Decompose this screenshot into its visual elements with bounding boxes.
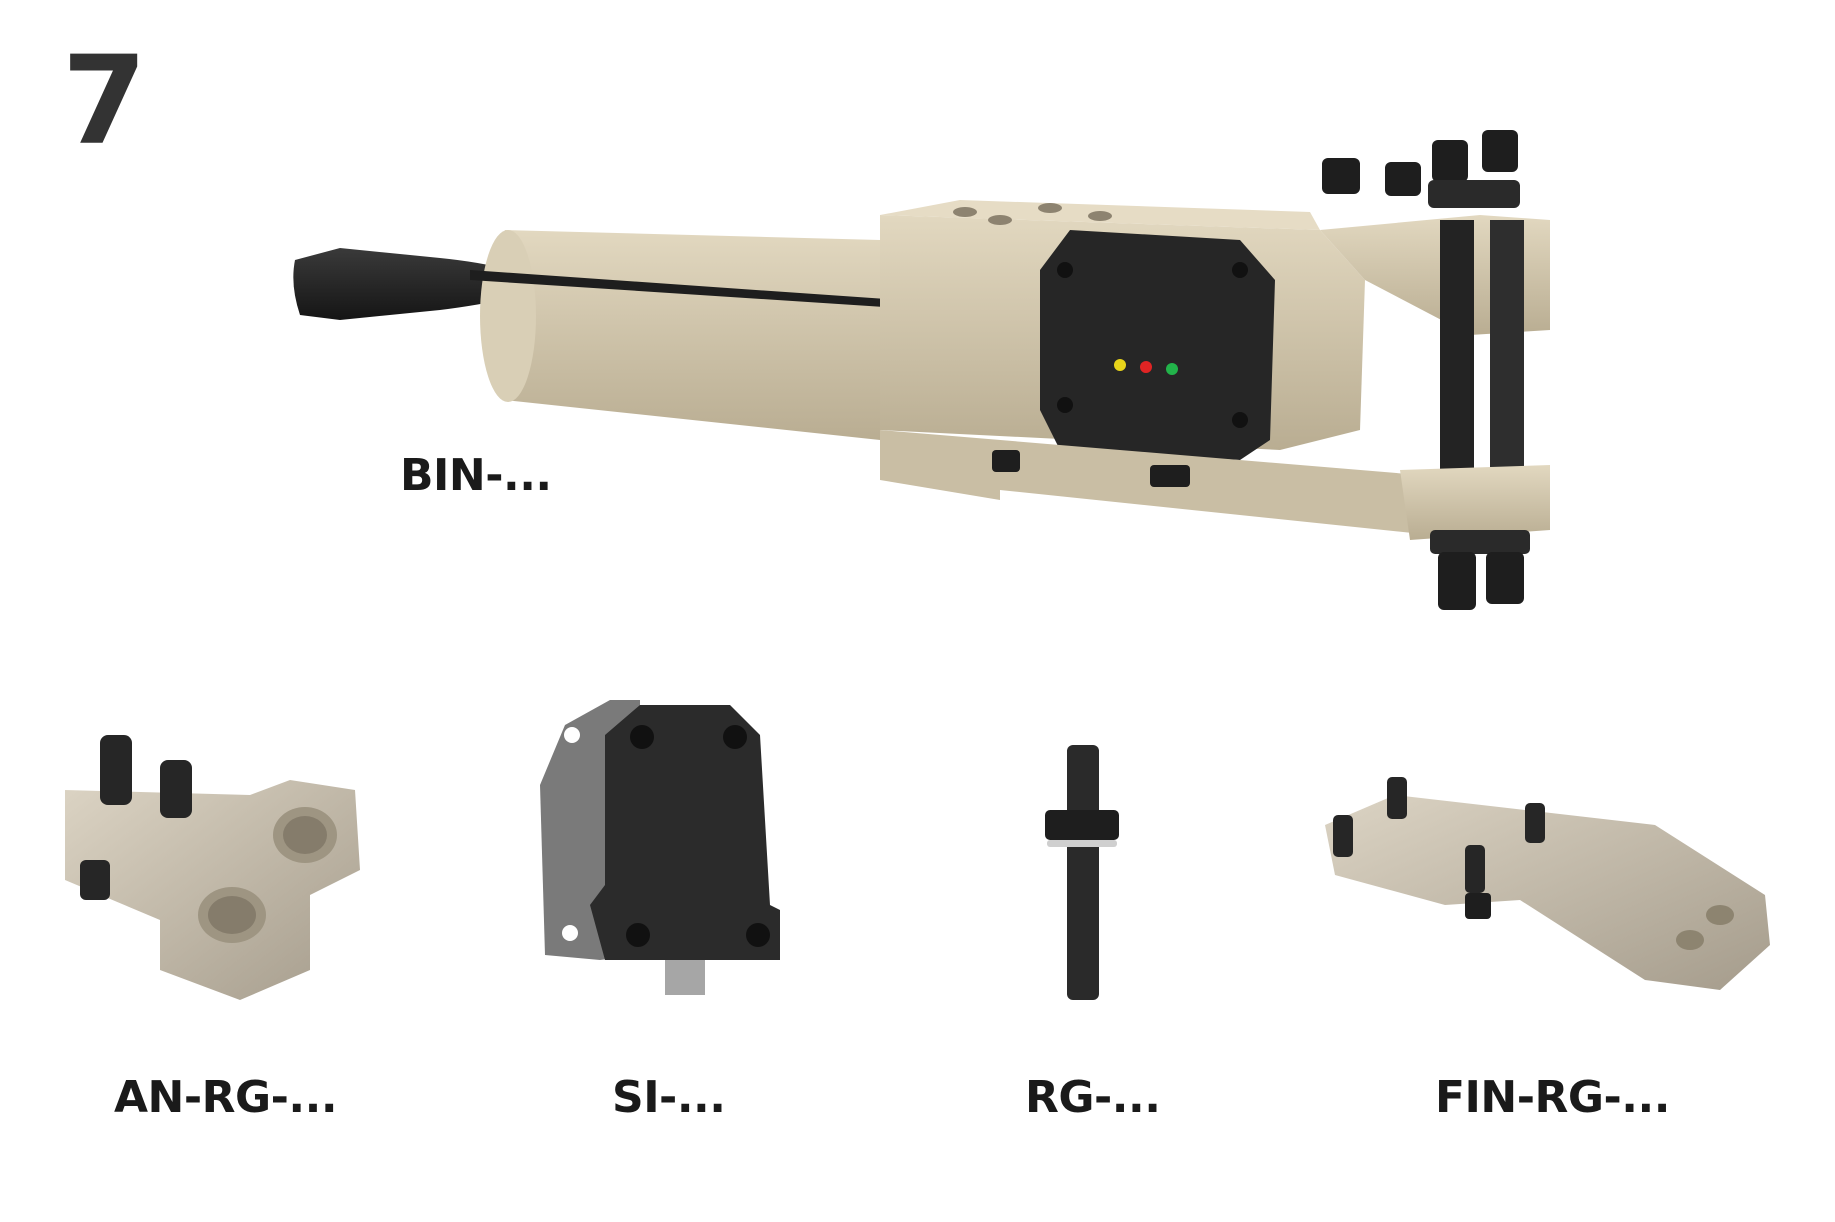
si-product-image — [540, 700, 780, 995]
an-rg-label: AN-RG-... — [114, 1072, 338, 1123]
fin-rg-product-image — [1325, 777, 1770, 990]
led-yellow-indicator — [1114, 359, 1126, 371]
si-label: SI-... — [612, 1072, 726, 1123]
page-number: 7 — [62, 30, 147, 172]
an-rg-product-image — [65, 735, 360, 1000]
rg-product-image — [1045, 745, 1119, 1000]
bin-product-image — [293, 130, 1550, 610]
fin-rg-label: FIN-RG-... — [1435, 1072, 1670, 1123]
rg-label: RG-... — [1025, 1072, 1161, 1123]
bin-label: BIN-... — [400, 450, 552, 501]
led-green-indicator — [1166, 363, 1178, 375]
led-red-indicator — [1140, 361, 1152, 373]
